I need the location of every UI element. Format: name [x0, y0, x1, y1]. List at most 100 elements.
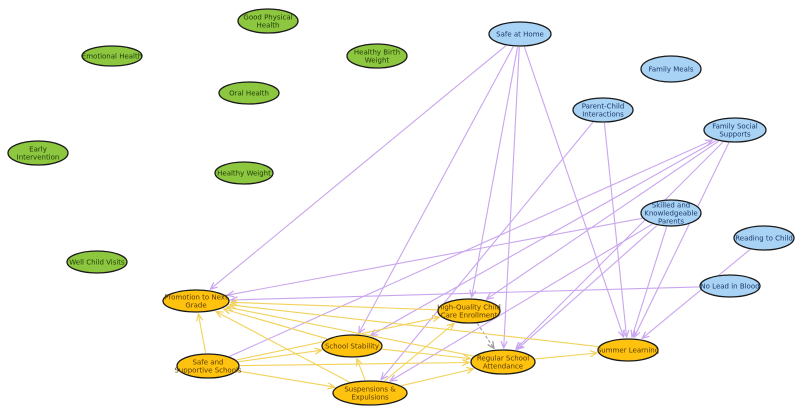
node-emotional-health-shape: [81, 45, 143, 67]
node-school-stability-label-line: School Stability: [325, 343, 379, 351]
node-family-meals[interactable]: Family Meals: [640, 55, 702, 83]
edge-suspensions-expulsions-to-promotion-next-grade: [216, 312, 350, 383]
edge-safe-at-home-to-promotion-next-grade: [210, 45, 507, 289]
edge-reading-to-child-to-summer-learning: [642, 249, 751, 339]
edge-parent-child-interactions-to-summer-learning: [603, 122, 626, 337]
node-healthy-weight-shape: [214, 161, 274, 185]
edge-family-social-supports-to-summer-learning: [634, 142, 730, 337]
node-early-intervention-shape: [7, 140, 69, 166]
node-suspensions-expulsions-label-line: Expulsions: [351, 394, 389, 402]
edge-suspensions-expulsions-to-school-stability: [357, 359, 366, 381]
edge-high-quality-child-care-to-regular-school-attendance: [476, 323, 494, 349]
node-well-child-visits-shape: [66, 250, 128, 274]
node-promotion-next-grade-label-line: Promotion to Next: [164, 294, 228, 302]
node-promotion-next-grade-shape: [162, 289, 230, 313]
node-no-lead-in-blood[interactable]: No Lead in Blood: [699, 274, 761, 298]
node-promotion-next-grade-label-line: Grade: [185, 302, 206, 310]
node-oral-health-shape: [218, 81, 280, 105]
edge-skilled-knowledgeable-parents-to-summer-learning: [632, 226, 668, 337]
node-parent-child-interactions-shape: [572, 97, 634, 123]
node-safe-at-home-label-line: Safe at Home: [496, 31, 544, 39]
node-suspensions-expulsions[interactable]: Suspensions &Expulsions: [332, 380, 408, 406]
node-healthy-birth-weight-label-line: Weight: [365, 57, 390, 65]
node-no-lead-in-blood-shape: [699, 274, 761, 298]
node-oral-health-label-line: Oral Health: [229, 90, 269, 98]
node-good-physical-health-label-line: Health: [257, 22, 280, 30]
edges-layer: [198, 45, 751, 387]
node-early-intervention-label-line: Intervention: [17, 154, 60, 162]
edge-suspensions-expulsions-to-regular-school-attendance: [401, 369, 473, 387]
node-good-physical-health-shape: [237, 8, 299, 34]
edge-no-lead-in-blood-to-promotion-next-grade: [231, 286, 700, 300]
edge-regular-school-attendance-to-summer-learning: [535, 353, 597, 360]
node-well-child-visits[interactable]: Well Child Visits: [66, 250, 128, 274]
node-family-social-supports-label-line: Supports: [719, 131, 751, 139]
node-good-physical-health-label-line: Good Physical: [243, 14, 292, 22]
node-high-quality-child-care-label-line: High-Quality Child: [437, 304, 501, 312]
node-emotional-health-label-line: Emotional Health: [82, 53, 142, 61]
node-summer-learning-shape: [597, 338, 659, 362]
edge-family-social-supports-to-regular-school-attendance: [516, 141, 724, 349]
edge-suspensions-expulsions-to-high-quality-child-care: [384, 324, 455, 382]
edge-safe-supportive-schools-to-school-stability: [238, 350, 321, 363]
node-safe-at-home-shape: [488, 21, 552, 47]
node-parent-child-interactions-label-line: Parent-Child: [582, 103, 625, 111]
node-reading-to-child-label-line: Reading to Child: [735, 235, 793, 243]
node-oral-health[interactable]: Oral Health: [218, 81, 280, 105]
edge-safe-supportive-schools-to-regular-school-attendance: [239, 363, 469, 366]
node-high-quality-child-care-shape: [437, 298, 501, 324]
node-skilled-knowledgeable-parents-label-line: Parents: [658, 218, 684, 226]
node-parent-child-interactions-label-line: Interactions: [582, 111, 624, 119]
edge-safe-at-home-to-school-stability: [359, 46, 514, 334]
node-early-intervention-label-line: Early: [29, 146, 47, 154]
node-skilled-knowledgeable-parents-shape: [640, 199, 702, 227]
node-reading-to-child-shape: [733, 225, 795, 251]
node-safe-supportive-schools-label-line: Safe and: [193, 359, 224, 367]
edge-safe-at-home-to-high-quality-child-care: [472, 46, 519, 297]
node-healthy-birth-weight-shape: [346, 43, 408, 69]
node-skilled-knowledgeable-parents-label-line: Knowledgeable: [644, 210, 697, 218]
node-emotional-health[interactable]: Emotional Health: [81, 45, 143, 67]
node-skilled-knowledgeable-parents-label-line: Skilled and: [652, 202, 690, 210]
edge-parent-child-interactions-to-suspensions-expulsions: [381, 121, 594, 379]
node-healthy-birth-weight-label-line: Healthy Birth: [354, 49, 400, 57]
edge-school-stability-to-promotion-next-grade: [224, 309, 328, 340]
node-family-social-supports-shape: [703, 117, 767, 143]
node-regular-school-attendance-label-line: Regular School: [477, 355, 529, 363]
node-summer-learning[interactable]: Summer Learning: [597, 338, 659, 362]
edge-safe-at-home-to-regular-school-attendance: [504, 46, 520, 348]
node-high-quality-child-care-label-line: Care Enrollment: [441, 312, 498, 320]
node-reading-to-child[interactable]: Reading to Child: [733, 225, 795, 251]
node-school-stability-shape: [321, 334, 383, 358]
node-well-child-visits-label-line: Well Child Visits: [69, 259, 125, 267]
node-family-meals-label-line: Family Meals: [649, 66, 694, 74]
edge-safe-supportive-schools-to-suspensions-expulsions: [237, 370, 335, 387]
edge-summer-learning-to-promotion-next-grade: [230, 305, 599, 348]
node-summer-learning-label-line: Summer Learning: [597, 347, 659, 355]
node-healthy-weight[interactable]: Healthy Weight: [214, 161, 274, 185]
node-no-lead-in-blood-label-line: No Lead in Blood: [700, 283, 759, 291]
edge-safe-supportive-schools-to-family-social-supports: [229, 140, 713, 357]
node-suspensions-expulsions-shape: [332, 380, 408, 406]
edge-safe-supportive-schools-to-promotion-next-grade: [198, 314, 207, 354]
edge-safe-at-home-to-summer-learning: [523, 46, 623, 337]
node-family-social-supports-label-line: Family Social: [712, 123, 758, 131]
node-school-stability[interactable]: School Stability: [321, 334, 383, 358]
node-suspensions-expulsions-label-line: Suspensions &: [344, 386, 396, 394]
node-safe-at-home[interactable]: Safe at Home: [488, 21, 552, 47]
edge-school-stability-to-regular-school-attendance: [381, 348, 470, 358]
edge-skilled-knowledgeable-parents-to-promotion-next-grade: [227, 217, 643, 295]
node-safe-supportive-schools-shape: [176, 353, 240, 379]
